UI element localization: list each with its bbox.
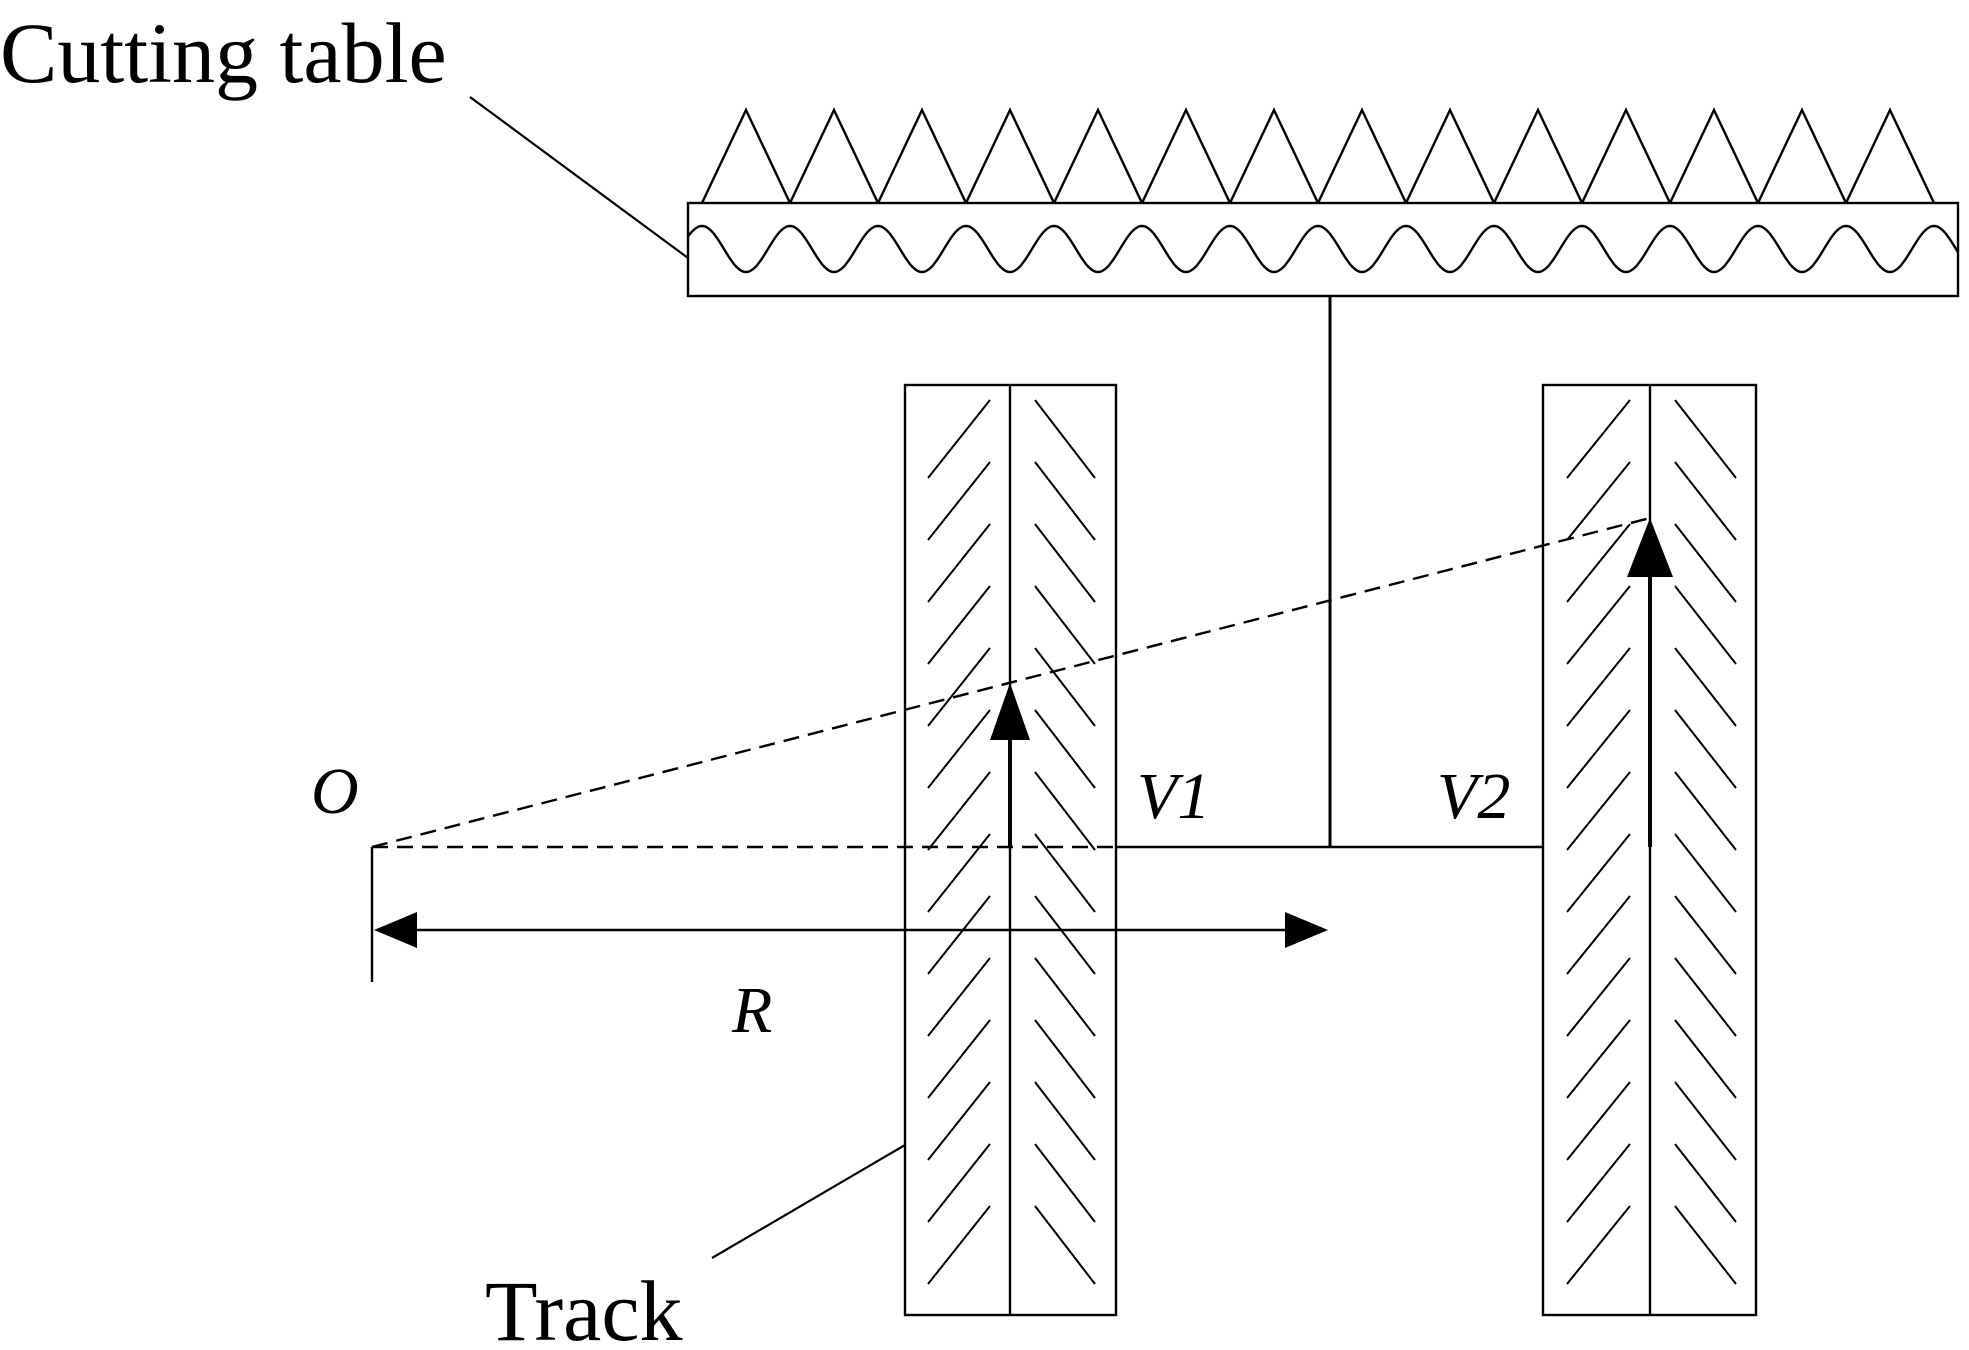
- tread-mark: [927, 957, 991, 1037]
- tread-mark: [1566, 957, 1631, 1037]
- tread-mark: [1674, 1205, 1737, 1285]
- v1-arrow-head: [990, 683, 1030, 740]
- tread-mark: [1674, 771, 1737, 851]
- tread-mark: [1566, 1081, 1631, 1161]
- tread-mark: [927, 1081, 991, 1161]
- tread-mark: [1674, 709, 1737, 789]
- tread-mark: [1674, 833, 1737, 913]
- tread-mark: [927, 1019, 991, 1099]
- tread-mark: [1034, 1205, 1096, 1285]
- tread-mark: [1674, 957, 1737, 1037]
- tread-mark: [927, 399, 991, 479]
- tread-mark: [927, 709, 991, 789]
- tread-mark: [1674, 1019, 1737, 1099]
- v2-arrow-head: [1627, 518, 1673, 577]
- tread-mark: [927, 895, 991, 975]
- tread-mark: [1034, 1081, 1096, 1161]
- tread-mark: [1566, 461, 1631, 541]
- tread-mark: [1674, 1081, 1737, 1161]
- tread-mark: [1034, 585, 1096, 665]
- tread-mark: [1566, 895, 1631, 975]
- tread-mark: [1566, 1143, 1631, 1223]
- tread-mark: [1034, 771, 1096, 851]
- tread-mark: [1566, 585, 1631, 665]
- tread-mark: [1034, 1143, 1096, 1223]
- tread-mark: [1566, 523, 1631, 603]
- left-track: [903, 383, 1118, 1317]
- tread-mark: [1674, 895, 1737, 975]
- tread-mark: [1566, 399, 1631, 479]
- tread-mark: [1674, 399, 1737, 479]
- tread-mark: [1034, 895, 1096, 975]
- tread-mark: [1034, 647, 1096, 727]
- tread-mark: [1034, 1019, 1096, 1099]
- tread-mark: [1034, 709, 1096, 789]
- tread-mark: [1566, 771, 1631, 851]
- radius-label: R: [731, 974, 772, 1047]
- tread-mark: [927, 523, 991, 603]
- v2-velocity-arrow: [1627, 518, 1673, 847]
- tread-mark: [1674, 585, 1737, 665]
- cutting-table-teeth: [700, 107, 1936, 204]
- cutting-tooth: [700, 107, 1936, 204]
- left-track-tread-pattern: [927, 399, 1096, 1285]
- right-track-tread-pattern: [1566, 399, 1737, 1285]
- tread-mark: [927, 647, 991, 727]
- tread-mark: [1034, 833, 1096, 913]
- tread-mark: [1566, 709, 1631, 789]
- cutting-table-wave: [687, 224, 1960, 274]
- tread-mark: [1566, 647, 1631, 727]
- cutting-table-bar: [686, 201, 1960, 298]
- tread-mark: [1034, 523, 1096, 603]
- v1-velocity-arrow: [990, 683, 1030, 847]
- tread-mark: [1566, 1205, 1631, 1285]
- tread-mark: [1566, 833, 1631, 913]
- tread-mark: [927, 461, 991, 541]
- cutting-table-label: Cutting table: [0, 5, 447, 101]
- track-label: Track: [485, 1263, 683, 1350]
- tread-mark: [1674, 1143, 1737, 1223]
- tread-mark: [1674, 523, 1737, 603]
- tread-mark: [1034, 399, 1096, 479]
- origin-label: O: [311, 755, 359, 828]
- tread-mark: [1566, 1019, 1631, 1099]
- tread-mark: [1674, 461, 1737, 541]
- cutting-table-leader: [469, 96, 689, 259]
- tread-mark: [1034, 957, 1096, 1037]
- radius-arrow-right: [1285, 912, 1328, 948]
- track-leader: [711, 1144, 906, 1259]
- tread-mark: [1034, 461, 1096, 541]
- v1-label: V1: [1137, 760, 1210, 833]
- dashed-line-sloped: [371, 516, 1651, 849]
- tread-mark: [927, 771, 991, 851]
- tread-mark: [927, 1143, 991, 1223]
- radius-dimension: [374, 912, 1328, 948]
- radius-arrow-left: [374, 912, 417, 948]
- tread-mark: [1674, 647, 1737, 727]
- tread-mark: [927, 1205, 991, 1285]
- v2-label: V2: [1437, 760, 1510, 833]
- tread-mark: [927, 585, 991, 665]
